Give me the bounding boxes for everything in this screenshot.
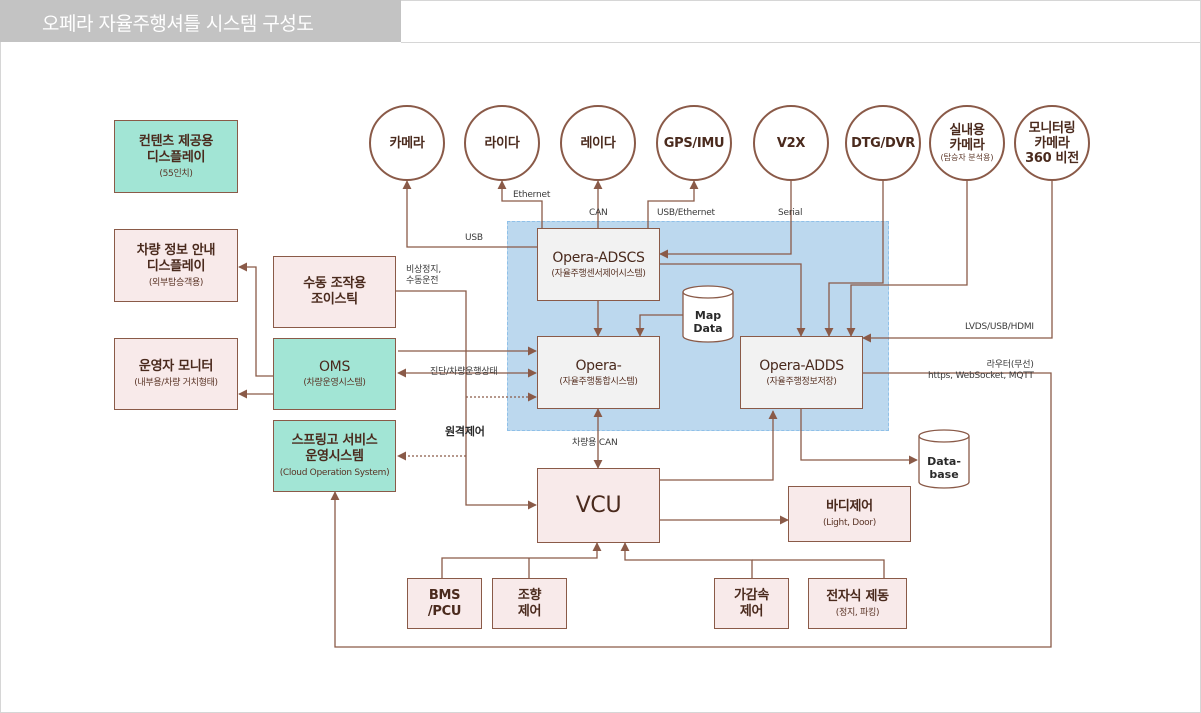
wire-adscs-adds [660, 263, 806, 337]
opera-sub: (자율주행통합시스템) [559, 376, 638, 387]
body-control-title: 바디제어 [826, 499, 873, 514]
radar-circle: 레이다 [560, 105, 636, 181]
wire-bms-vcu [441, 542, 602, 578]
page-title: 오페라 자율주행셔틀 시스템 구성도 [42, 13, 314, 35]
wire-usb-camera [402, 180, 537, 248]
wire-serial-v2x [659, 179, 792, 259]
vcu-title: VCU [575, 492, 622, 518]
contents-display-sub: (55인치) [159, 168, 193, 179]
ebrake-sub: (정지, 파킹) [835, 607, 880, 618]
opera-adds-box: Opera-ADDS (자율주행정보저장) [740, 336, 863, 409]
opera-adds-title: Opera-ADDS [759, 357, 844, 374]
ebrake-title: 전자식 제동 [826, 588, 889, 604]
indoor-camera-label: 실내용 카메라 [949, 123, 985, 153]
oms-title: OMS [318, 359, 351, 375]
opera-adscs-box: Opera-ADSCS (자율주행센서제어시스템) [537, 228, 660, 301]
title-rule [401, 42, 1200, 43]
wire-monitor-adds [862, 181, 1053, 343]
indoor-camera-sublabel: (탑승자 분석용) [940, 153, 994, 162]
bms-pcu-box: BMS /PCU [407, 578, 482, 629]
vehicle-can-label: 차량용 CAN [572, 438, 618, 448]
opera-box: Opera- (자율주행통합시스템) [537, 336, 660, 409]
indoor-camera-circle: 실내용 카메라 (탑승자 분석용) [929, 105, 1005, 181]
operator-monitor-sub: (내부용/차량 거치형태) [134, 378, 218, 388]
wire-adds-db [800, 409, 918, 465]
joystick-title: 수동 조작용 조이스틱 [303, 276, 366, 307]
map-data-label: Map Data [693, 309, 723, 335]
oms-sub: (차량운영시스템) [303, 378, 366, 388]
ethernet-label: Ethernet [513, 190, 551, 200]
operator-monitor-title: 운영자 모니터 [138, 359, 214, 374]
can-label: CAN [589, 208, 608, 218]
oms-box: OMS (차량운영시스템) [273, 338, 396, 410]
steering-title: 조향 제어 [517, 587, 542, 619]
bms-pcu-title: BMS /PCU [427, 587, 462, 619]
vehicle-info-display-box: 차량 정보 안내 디스플레이 (외부탑승객용) [114, 229, 238, 302]
dtg-dvr-circle: DTG/DVR [845, 105, 921, 181]
monitoring-camera-label: 모니터링 카메라 360 비전 [1025, 120, 1079, 166]
wire-joystick-vcu [395, 290, 537, 510]
joystick-box: 수동 조작용 조이스틱 [273, 256, 396, 328]
spring-service-title: 스프링고 서비스 운영시스템 [291, 433, 378, 464]
database-cylinder [918, 429, 970, 489]
usb-label: USB [465, 233, 483, 243]
accel-title: 가감속 제어 [734, 587, 769, 619]
wire-indoor-adds [846, 181, 968, 337]
gps-imu-label: GPS/IMU [663, 135, 725, 151]
usb-ethernet-label: USB/Ethernet [657, 208, 715, 218]
body-control-box: 바디제어 (Light, Door) [788, 486, 911, 542]
wire-dtg-adds [824, 181, 884, 337]
v2x-label: V2X [776, 135, 806, 151]
v2x-circle: V2X [753, 105, 829, 181]
wire-usb-eth-gps [647, 180, 699, 228]
wire-map-opera [635, 314, 683, 337]
remote-control-label: 원격제어 [445, 425, 485, 438]
serial-label: Serial [778, 208, 803, 218]
accel-box: 가감속 제어 [714, 578, 789, 629]
dtg-dvr-label: DTG/DVR [851, 135, 915, 151]
database-label: Data- base [927, 455, 961, 481]
lvds-label: LVDS/USB/HDMI [965, 322, 1034, 332]
lidar-circle: 라이다 [464, 105, 540, 181]
vcu-box: VCU [537, 468, 660, 543]
camera-circle: 카메라 [369, 105, 445, 181]
emergency-label: 비상정지, 수동운전 [406, 265, 441, 286]
wire-oms-vehicle-display [238, 262, 274, 377]
vehicle-info-display-sub: (외부탑승객용) [148, 277, 204, 288]
map-data-cylinder [682, 285, 734, 343]
radar-label: 레이다 [580, 135, 616, 151]
camera-label: 카메라 [389, 135, 425, 151]
spring-service-sub: (Cloud Operation System) [279, 468, 390, 478]
wire-vcu-adds [660, 410, 778, 481]
router-label: 라우터(무선) https, WebSocket, MQTT [928, 360, 1034, 381]
wire-accel-vcu [620, 542, 753, 578]
opera-adscs-title: Opera-ADSCS [552, 249, 645, 266]
steering-box: 조향 제어 [492, 578, 567, 629]
wire-ethernet-lidar [497, 180, 543, 228]
lidar-label: 라이다 [484, 135, 520, 151]
spring-service-box: 스프링고 서비스 운영시스템 (Cloud Operation System) [273, 420, 396, 492]
title-tab: 오페라 자율주행셔틀 시스템 구성도 [0, 0, 401, 42]
opera-adscs-sub: (자율주행센서제어시스템) [551, 268, 646, 279]
contents-display-box: 컨텐츠 제공용 디스플레이 (55인치) [114, 120, 238, 193]
vehicle-info-display-title: 차량 정보 안내 디스플레이 [136, 242, 216, 274]
body-control-sub: (Light, Door) [823, 518, 876, 528]
contents-display-title: 컨텐츠 제공용 디스플레이 [138, 133, 214, 165]
opera-title: Opera- [575, 357, 622, 374]
diagnosis-label: 진단/차량운행상태 [430, 367, 498, 377]
opera-adds-sub: (자율주행정보저장) [766, 376, 837, 387]
ebrake-box: 전자식 제동 (정지, 파킹) [808, 578, 907, 629]
operator-monitor-box: 운영자 모니터 (내부용/차량 거치형태) [114, 338, 238, 410]
monitoring-camera-circle: 모니터링 카메라 360 비전 [1014, 105, 1090, 181]
wire-router-spring [330, 372, 1052, 648]
wire-brake-vcu [752, 559, 885, 578]
gps-imu-circle: GPS/IMU [656, 105, 732, 181]
